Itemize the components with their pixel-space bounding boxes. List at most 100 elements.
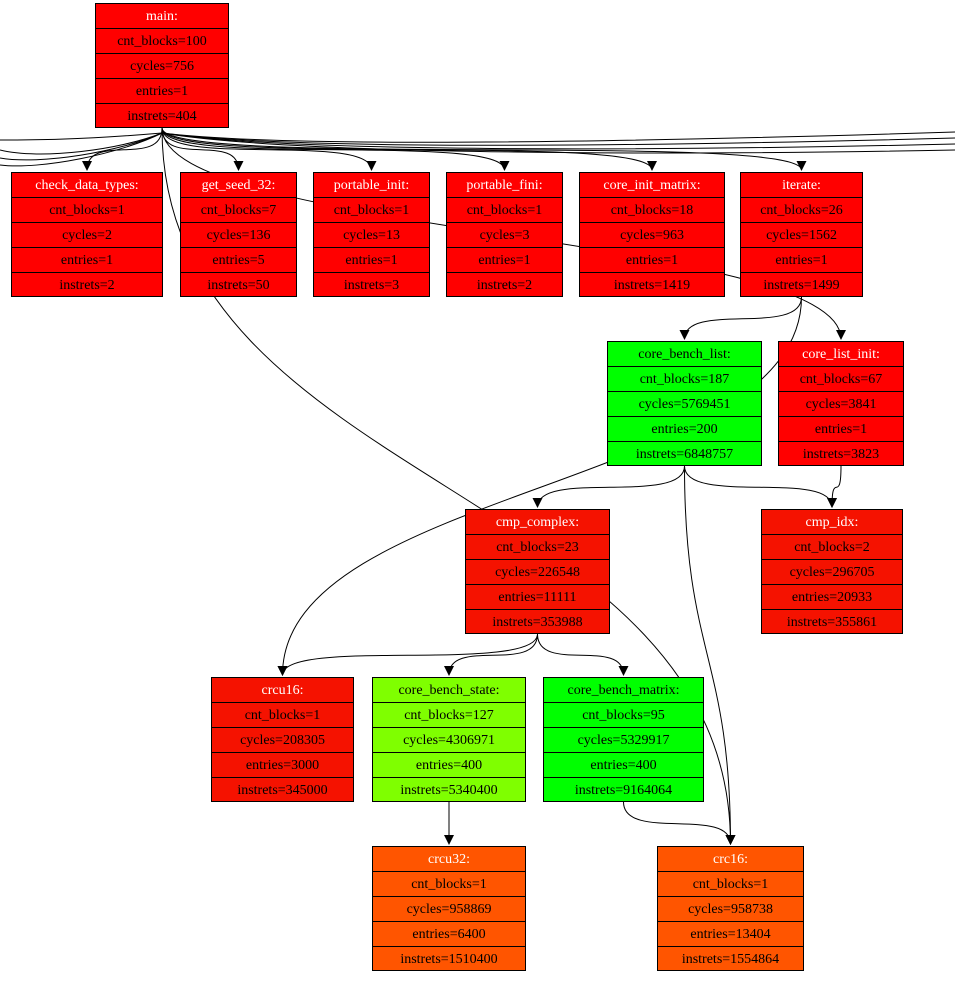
node-cycles: cycles=296705 [762,560,902,585]
node-cnt-blocks: cnt_blocks=1 [447,198,562,223]
node-instrets: instrets=353988 [492,615,583,630]
node-instrets: instrets=3823 [802,447,880,462]
edge-main-to-portable-fini [161,127,510,171]
node-cycles: cycles=208305 [212,728,353,753]
node-instrets: instrets=6848757 [635,447,734,462]
node-entries: entries=400 [544,753,703,778]
node-entries: entries=6400 [373,922,525,947]
node-title: core_bench_list: [608,342,761,367]
node-entries: entries=1 [96,79,228,104]
node-entries: entries=1 [314,248,429,273]
node-cycles: cycles=4306971 [373,728,525,753]
node-entries: entries=1 [779,417,903,442]
node-entries: entries=5 [181,248,296,273]
node-title: core_init_matrix: [580,173,724,198]
node-cnt-blocks: cnt_blocks=18 [580,198,724,223]
node-cnt-blocks: cnt_blocks=1 [658,872,803,897]
node-instrets: instrets=2 [59,278,115,293]
node-cycles: cycles=3 [447,223,562,248]
node-cnt-blocks: cnt_blocks=1 [314,198,429,223]
node-cnt-blocks: cnt_blocks=7 [181,198,296,223]
node-entries: entries=1 [580,248,724,273]
node-entries: entries=20933 [762,585,902,610]
node-title: portable_init: [314,173,429,198]
node-entries: entries=3000 [212,753,353,778]
node-title: get_seed_32: [181,173,296,198]
edge-cmp-complex-to-core-bench-state [444,633,538,676]
node-entries: entries=1 [741,248,862,273]
node-cycles: cycles=756 [96,54,228,79]
node-cnt-blocks: cnt_blocks=67 [779,367,903,392]
node-instrets: instrets=1510400 [400,952,498,967]
edge-core-bench-matrix-to-crc16 [623,801,736,845]
node-cnt-blocks: cnt_blocks=127 [373,703,525,728]
node-instrets: instrets=5340400 [400,783,498,798]
node-title: check_data_types: [12,173,162,198]
edge-cmp-complex-to-core-bench-matrix [537,633,629,676]
node-title: crcu32: [373,847,525,872]
node-cycles: cycles=3841 [779,392,903,417]
node-cnt-blocks: cnt_blocks=1 [373,872,525,897]
node-cnt-blocks: cnt_blocks=2 [762,535,902,560]
edge-main-to-core-init-matrix [161,127,657,171]
node-cycles: cycles=136 [181,223,296,248]
node-cnt-blocks: cnt_blocks=23 [466,535,609,560]
node-cnt-blocks: cnt_blocks=1 [12,198,162,223]
edge-main-to-iterate [161,127,807,171]
edge-core-bench-list-to-cmp-idx [684,465,837,508]
node-instrets: instrets=1499 [763,278,840,293]
edge-core-bench-list-to-crc16 [684,465,736,845]
node-title: core_bench_state: [373,678,525,703]
node-cycles: cycles=963 [580,223,724,248]
node-entries: entries=13404 [658,922,803,947]
node-title: portable_fini: [447,173,562,198]
node-instrets: instrets=3 [343,278,400,293]
node-instrets: instrets=1554864 [681,952,780,967]
node-title: crc16: [658,847,803,872]
node-title: cmp_idx: [762,510,902,535]
edge-cmp-complex-to-crcu16 [277,633,538,676]
node-instrets: instrets=2 [476,278,533,293]
node-cycles: cycles=2 [12,223,162,248]
edge-main-to-check-data-types [82,127,163,171]
node-cycles: cycles=5769451 [608,392,761,417]
edge-core-list-init-to-cmp-idx [827,465,842,508]
offscreen-edges [0,131,955,167]
node-cnt-blocks: cnt_blocks=100 [96,29,228,54]
node-cycles: cycles=226548 [466,560,609,585]
node-cnt-blocks: cnt_blocks=26 [741,198,862,223]
node-instrets: instrets=345000 [237,783,328,798]
node-instrets: instrets=1419 [613,278,691,293]
node-cnt-blocks: cnt_blocks=95 [544,703,703,728]
node-title: core_list_init: [779,342,903,367]
node-instrets: instrets=9164064 [574,783,673,798]
node-instrets: instrets=404 [127,109,197,124]
node-instrets: instrets=50 [207,278,270,293]
node-instrets: instrets=355861 [786,615,878,630]
edge-main-to-get-seed-32 [161,127,244,171]
node-entries: entries=400 [373,753,525,778]
node-entries: entries=1 [12,248,162,273]
node-title: core_bench_matrix: [544,678,703,703]
node-title: cmp_complex: [466,510,609,535]
edge-iterate-to-core-bench-list [679,296,802,340]
node-cycles: cycles=13 [314,223,429,248]
node-entries: entries=1 [447,248,562,273]
node-entries: entries=11111 [466,585,609,610]
node-cnt-blocks: cnt_blocks=187 [608,367,761,392]
